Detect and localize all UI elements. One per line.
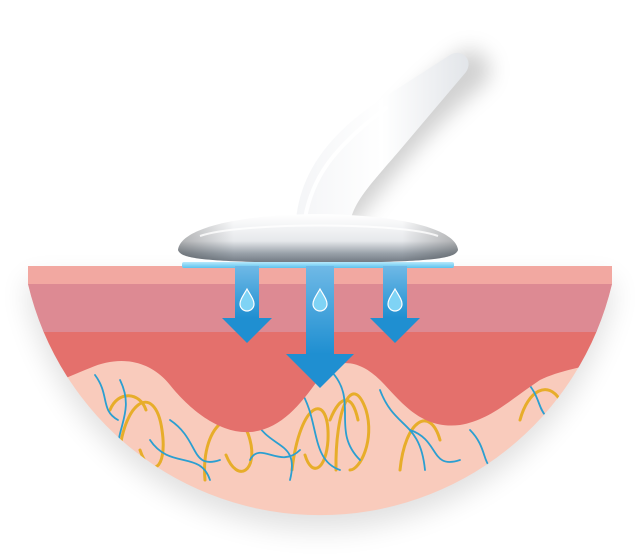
dermis-layer bbox=[28, 330, 612, 433]
applicator-device-icon bbox=[178, 214, 458, 263]
applicator-handle bbox=[296, 52, 469, 223]
water-droplet-icon bbox=[312, 287, 328, 312]
arrow-left bbox=[222, 266, 272, 343]
water-droplet-icon bbox=[387, 287, 403, 312]
arrow-center bbox=[286, 266, 354, 388]
handle-highlight bbox=[303, 106, 388, 220]
water-droplet-icon bbox=[239, 287, 255, 312]
arrow-right bbox=[370, 266, 420, 343]
